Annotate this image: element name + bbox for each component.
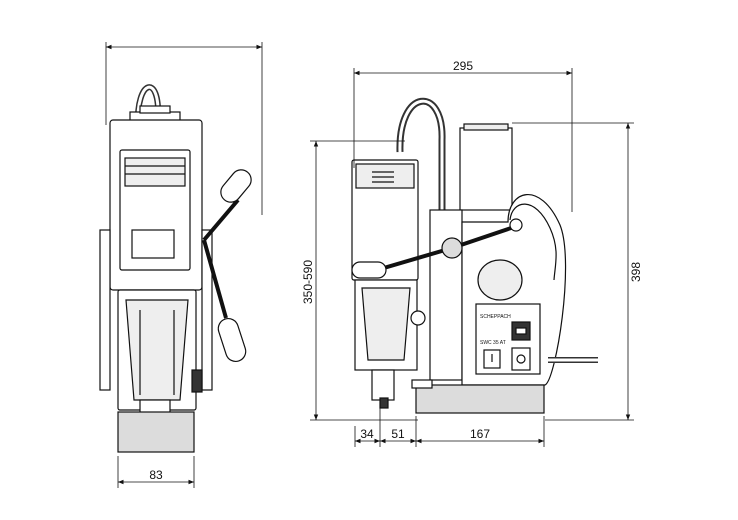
front-base xyxy=(117,411,195,453)
dim-overall-width: 295 xyxy=(453,59,473,73)
side-view xyxy=(351,97,598,414)
dim-stroke-range: 350-590 xyxy=(301,260,315,304)
dim-base-length: 167 xyxy=(470,427,490,441)
dim-front-width: 83 xyxy=(149,468,163,482)
front-handle xyxy=(202,198,240,242)
front-dims xyxy=(105,42,263,488)
panel-brand: SCHEPPACH xyxy=(480,314,511,320)
front-view xyxy=(99,84,252,453)
dim-overall-height: 398 xyxy=(629,262,643,282)
side-column xyxy=(459,127,513,211)
side-base xyxy=(415,384,545,414)
dim-offset-b: 51 xyxy=(391,427,405,441)
dim-offset-a: 34 xyxy=(360,427,374,441)
side-dims xyxy=(310,68,634,447)
panel-model: SWC 35 AT xyxy=(480,340,506,346)
side-handle xyxy=(451,223,521,250)
